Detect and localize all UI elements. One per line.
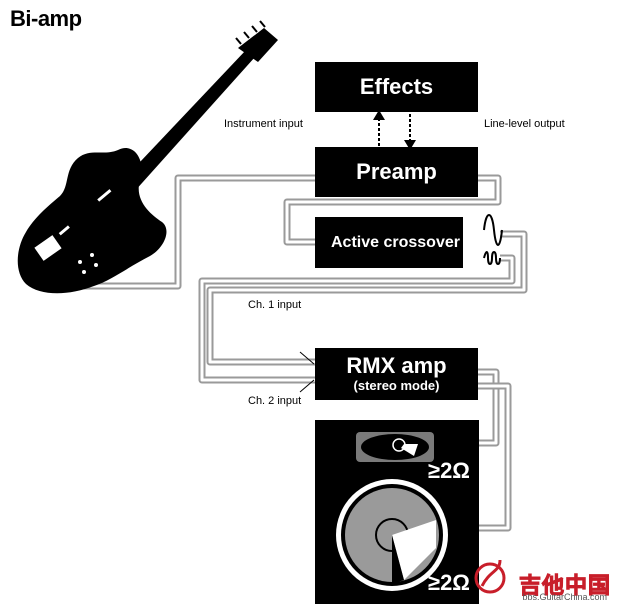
line-level-output-label: Line-level output xyxy=(484,118,565,130)
cable-preamp-to-crossover xyxy=(283,174,502,246)
cable-crossover-to-ch2 xyxy=(198,254,516,384)
woofer-impedance-label: ≥2Ω xyxy=(428,570,470,595)
arrow-up-icon xyxy=(373,110,385,120)
arrow-down-icon xyxy=(404,140,416,150)
instrument-input-label: Instrument input xyxy=(224,118,303,130)
ch2-input-label: Ch. 2 input xyxy=(248,395,302,407)
effects-label: Effects xyxy=(359,74,434,99)
cable-guitar-to-preamp xyxy=(75,174,315,290)
page-title: Bi-amp xyxy=(10,6,82,31)
input-pointer-icons xyxy=(299,351,315,393)
watermark: 吉他中国 bbs.GuitarChina.com xyxy=(518,568,611,603)
rmx-mode-label: (stereo mode) xyxy=(353,378,440,393)
filter-symbols-icon xyxy=(462,214,503,265)
rmx-amp-box: RMX amp (stereo mode) xyxy=(315,348,478,400)
crossover-box: Active crossover xyxy=(315,217,463,268)
crossover-label: Active crossover xyxy=(331,233,460,251)
bass-guitar-icon xyxy=(17,20,278,294)
rmx-amp-label: RMX amp xyxy=(346,353,447,378)
cable-crossover-to-ch1 xyxy=(206,230,528,366)
horn-impedance-label: ≥2Ω xyxy=(428,458,470,483)
watermark-url: bbs.GuitarChina.com xyxy=(522,592,607,602)
preamp-label: Preamp xyxy=(356,159,437,184)
watermark-brand: 吉他中国 xyxy=(518,573,611,599)
cable-amp-to-horn xyxy=(474,368,500,447)
guitarchina-logo-icon xyxy=(474,559,506,594)
speaker-cabinet xyxy=(315,420,479,604)
cables xyxy=(75,174,528,532)
preamp-box: Preamp xyxy=(315,147,478,197)
ch1-input-label: Ch. 1 input xyxy=(248,299,302,311)
cable-amp-to-woofer xyxy=(474,382,512,532)
effects-box: Effects xyxy=(315,62,478,112)
